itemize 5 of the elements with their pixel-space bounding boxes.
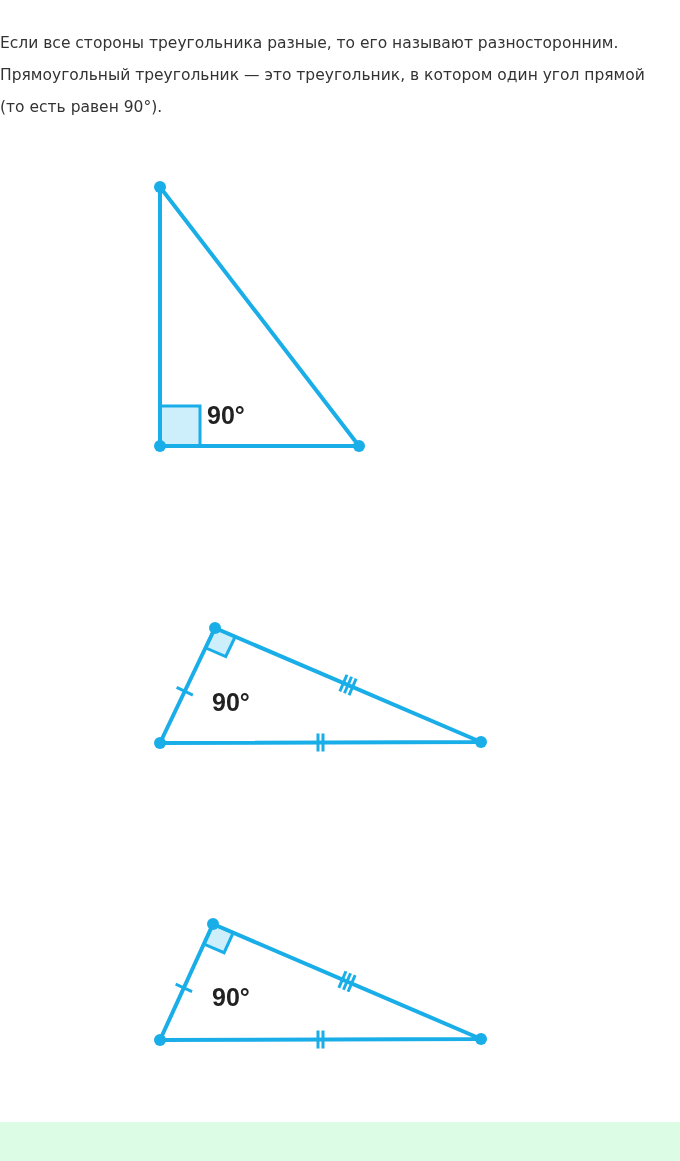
angle-label: 90° — [212, 688, 250, 716]
angle-label: 90° — [212, 983, 250, 1011]
paragraph: Прямоугольный треугольник — это треугольник, в котором один угол прямой (то есть равен 90°). — [0, 65, 646, 118]
angle-label: 90° — [207, 401, 245, 429]
paragraph: Если все стороны треугольника разные, то его называют разносторонним. — [0, 33, 620, 54]
